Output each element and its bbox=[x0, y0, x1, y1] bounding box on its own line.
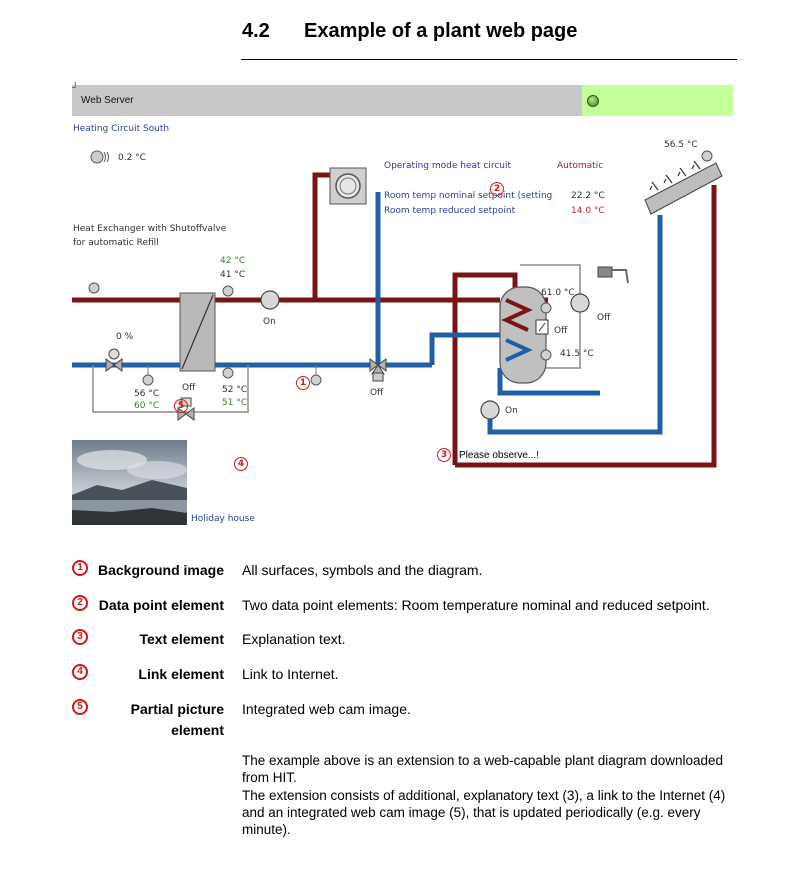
circulation-pump bbox=[260, 290, 280, 310]
tank-pump bbox=[480, 400, 500, 420]
web-server-title: Web Server bbox=[81, 95, 134, 106]
operating-mode-label: Operating mode heat circuit bbox=[384, 161, 512, 171]
motor-valve-left bbox=[105, 348, 123, 372]
tank-top-temp: 61.0 °C bbox=[541, 288, 575, 298]
legend-description: Link to Internet. bbox=[242, 666, 339, 682]
tap-icon bbox=[597, 266, 613, 278]
mixing-valve bbox=[369, 358, 387, 382]
section-title: Example of a plant web page bbox=[304, 20, 578, 42]
holiday-house-link[interactable]: Holiday house bbox=[191, 514, 255, 524]
status-panel bbox=[582, 85, 733, 116]
legend-description: Two data point elements: Room temperatur… bbox=[242, 597, 710, 613]
body-paragraph: The example above is an extension to a w… bbox=[242, 753, 724, 785]
collector-temp: 56.5 °C bbox=[664, 140, 698, 150]
legend-number: 3 bbox=[72, 629, 88, 645]
legend-term-line: Partial picture bbox=[130, 701, 224, 717]
legend-item: 3 Text element Explanation text. bbox=[72, 629, 752, 651]
callout-marker-3: 3 bbox=[437, 448, 451, 462]
status-led-icon bbox=[587, 95, 599, 107]
web-server-bar bbox=[72, 85, 582, 116]
heading-divider bbox=[241, 59, 737, 60]
body-paragraph: The extension consists of additional, ex… bbox=[242, 788, 726, 837]
return-pipes bbox=[72, 192, 663, 435]
room-nominal-value[interactable]: 22.2 °C bbox=[571, 191, 605, 201]
circuit-name: Heating Circuit South bbox=[73, 124, 170, 134]
hx-label-line1: Heat Exchanger with Shutoffvalve bbox=[73, 224, 227, 234]
solar-pump-state[interactable]: Off bbox=[597, 313, 611, 323]
temp-right-1: 52 °C bbox=[222, 385, 248, 395]
legend-term: Data point element bbox=[98, 597, 224, 613]
note-text: Please observe...! bbox=[459, 450, 540, 461]
legend-description: All surfaces, symbols and the diagram. bbox=[242, 562, 483, 578]
legend-item: 1 Background image All surfaces, symbols… bbox=[72, 560, 752, 582]
callout-marker-5: 5 bbox=[174, 399, 188, 413]
legend-number: 1 bbox=[72, 560, 88, 576]
outdoor-sensor-icon bbox=[90, 150, 112, 164]
webcam-image[interactable] bbox=[72, 440, 187, 525]
bypass-lines bbox=[92, 264, 581, 413]
legend-term: Link element bbox=[138, 666, 224, 682]
outdoor-temp: 0.2 °C bbox=[118, 153, 146, 163]
tank-mid-temp: 41.5 °C bbox=[560, 349, 594, 359]
room-nominal-label: Room temp nominal setpoint (setting bbox=[384, 191, 553, 201]
legend-number: 4 bbox=[72, 664, 88, 680]
legend-item: 2 Data point element Two data point elem… bbox=[72, 595, 752, 617]
legend-description: Explanation text. bbox=[242, 631, 346, 647]
hx-temp-top1: 42 °C bbox=[220, 256, 246, 266]
solar-collector bbox=[644, 160, 723, 215]
plant-diagram bbox=[72, 150, 723, 468]
legend-term-line: element bbox=[171, 722, 224, 738]
corner-mark: ┘ bbox=[72, 82, 79, 92]
pump-state[interactable]: On bbox=[263, 317, 276, 327]
callout-marker-4: 4 bbox=[234, 457, 248, 471]
room-reduced-value[interactable]: 14.0 °C bbox=[571, 206, 605, 216]
hx-temp-top2: 41 °C bbox=[220, 270, 246, 280]
legend-term: Partial picture element bbox=[131, 699, 224, 741]
legend-number: 2 bbox=[72, 595, 88, 611]
hx-label-line2: for automatic Refill bbox=[73, 238, 159, 248]
temp-left-2: 60 °C bbox=[134, 401, 160, 411]
legend-term: Background image bbox=[97, 562, 224, 578]
room-reduced-label: Room temp reduced setpoint bbox=[384, 206, 516, 216]
callout-marker-2: 2 bbox=[490, 182, 504, 196]
legend-item: 4 Link element Link to Internet. bbox=[72, 664, 752, 686]
section-number: 4.2 bbox=[242, 20, 270, 42]
callout-marker-1: 1 bbox=[296, 376, 310, 390]
solar-pump bbox=[570, 293, 590, 313]
shutoff-state[interactable]: Off bbox=[182, 383, 196, 393]
sensor-icons bbox=[88, 150, 713, 386]
heater-state[interactable]: Off bbox=[554, 326, 568, 336]
mixer-state[interactable]: Off bbox=[370, 388, 384, 398]
legend-item: 5 Partial picture element Integrated web… bbox=[72, 699, 752, 743]
legend-description: Integrated web cam image. bbox=[242, 701, 411, 717]
valve-percent: 0 % bbox=[116, 332, 134, 342]
legend-number: 5 bbox=[72, 699, 88, 715]
flow-pipes bbox=[72, 172, 717, 468]
operating-mode-value[interactable]: Automatic bbox=[557, 161, 604, 171]
temp-right-2: 51 °C bbox=[222, 398, 248, 408]
legend-term: Text element bbox=[139, 631, 224, 647]
temp-left-1: 56 °C bbox=[134, 389, 160, 399]
tank-pump-state[interactable]: On bbox=[505, 406, 518, 416]
